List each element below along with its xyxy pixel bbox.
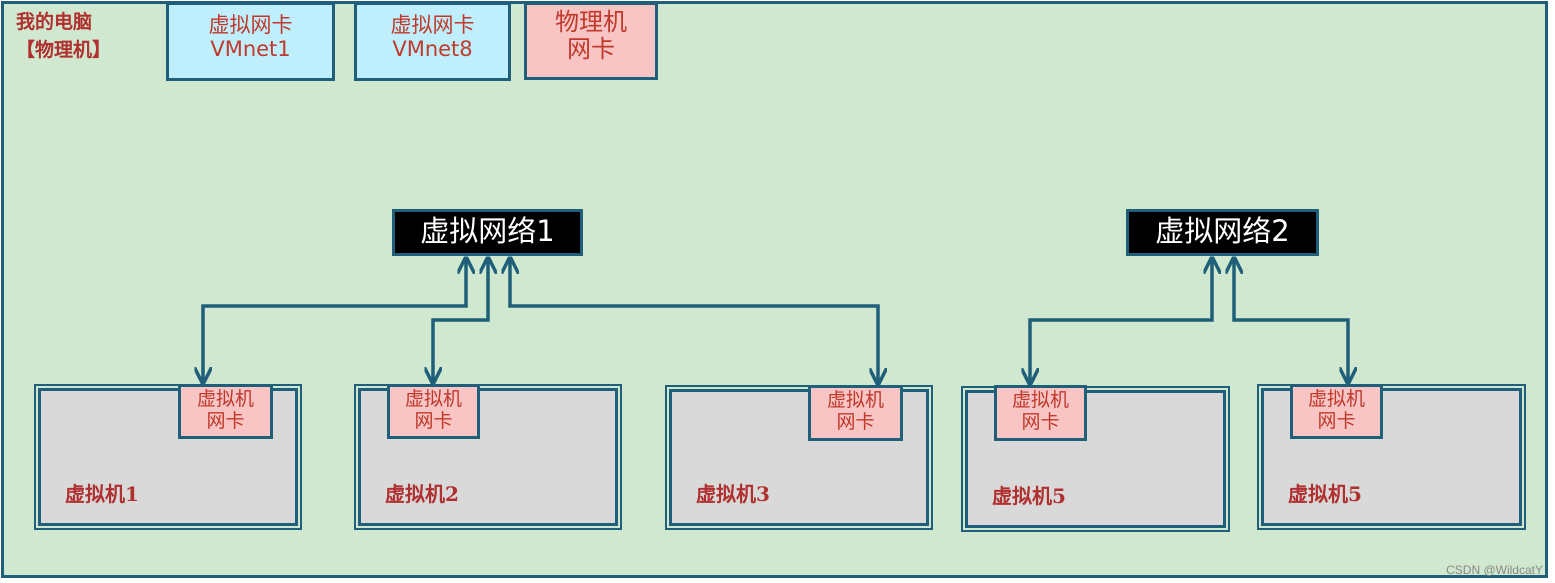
vm-label: 虚拟机3	[696, 482, 770, 506]
link-vm5a-network2	[1030, 260, 1212, 382]
vmnet8-adapter: 虚拟网卡 VMnet8	[354, 2, 511, 81]
link-vm2-network1	[433, 260, 488, 381]
adapter-line1: 虚拟网卡	[390, 13, 475, 37]
nic-line2: 网卡	[836, 411, 875, 433]
nic-line1: 虚拟机	[1307, 388, 1365, 410]
nic-line1: 虚拟机	[404, 388, 462, 410]
vm1-nic: 虚拟机 网卡	[178, 384, 273, 439]
adapter-line2: VMnet8	[392, 37, 473, 61]
link-vm3-network1	[510, 260, 878, 382]
link-vm5b-network2	[1234, 260, 1348, 381]
adapter-line2: 网卡	[567, 35, 615, 63]
vm-label: 虚拟机5	[992, 484, 1066, 508]
adapter-line1: 虚拟网卡	[208, 13, 293, 37]
vm-label: 虚拟机2	[385, 482, 459, 506]
nic-line2: 网卡	[1317, 410, 1356, 432]
link-vm1-network1	[203, 260, 466, 381]
vm-label: 虚拟机1	[65, 482, 139, 506]
adapter-line1: 物理机	[555, 8, 627, 36]
vm5b-nic: 虚拟机 网卡	[1290, 384, 1383, 439]
virtual-network-1: 虚拟网络1	[392, 209, 583, 256]
network-label: 虚拟网络1	[420, 214, 555, 248]
nic-line2: 网卡	[414, 410, 453, 432]
nic-line1: 虚拟机	[1011, 389, 1069, 411]
pc-title-line2: 【物理机】	[16, 39, 112, 61]
vm-label: 虚拟机5	[1288, 482, 1362, 506]
vm2-nic: 虚拟机 网卡	[387, 384, 480, 439]
virtual-network-2: 虚拟网络2	[1126, 209, 1319, 256]
adapter-line2: VMnet1	[210, 37, 291, 61]
nic-line2: 网卡	[1021, 411, 1060, 433]
physical-nic: 物理机 网卡	[524, 2, 658, 80]
physical-machine-title: 我的电脑 【物理机】	[16, 8, 156, 64]
pc-title-line1: 我的电脑	[16, 11, 93, 33]
nic-line1: 虚拟机	[826, 389, 884, 411]
network-label: 虚拟网络2	[1155, 214, 1290, 248]
nic-line2: 网卡	[206, 410, 245, 432]
vm5a-nic: 虚拟机 网卡	[994, 385, 1087, 441]
nic-line1: 虚拟机	[196, 388, 254, 410]
watermark: CSDN @WildcatY	[1446, 563, 1543, 577]
vm3-nic: 虚拟机 网卡	[808, 385, 903, 441]
vmnet1-adapter: 虚拟网卡 VMnet1	[166, 2, 335, 81]
